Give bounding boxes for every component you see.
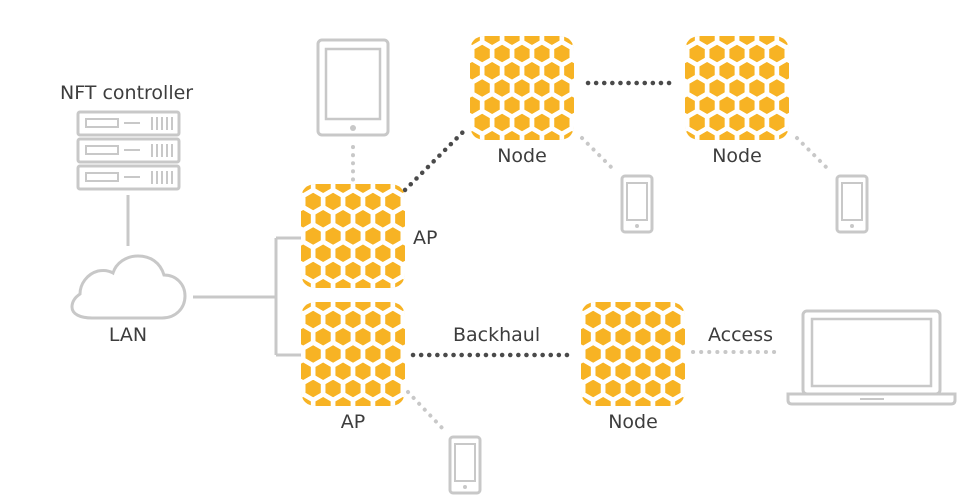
backhaul-label: Backhaul bbox=[453, 324, 541, 346]
controller-label: NFT controller bbox=[60, 82, 194, 104]
backhaul-links bbox=[402, 80, 679, 358]
access-label: Access bbox=[708, 324, 774, 346]
smartphone-icon bbox=[835, 174, 869, 234]
smartphone-icon bbox=[448, 435, 482, 495]
ap-bottom-label: AP bbox=[340, 411, 366, 433]
node-bottom-label: Node bbox=[608, 411, 658, 433]
tablet-icon bbox=[316, 38, 390, 137]
smartphone-icon bbox=[620, 174, 654, 234]
lan-label: LAN bbox=[108, 324, 148, 346]
ap-top-label: AP bbox=[413, 227, 438, 249]
server-rack-icon bbox=[76, 110, 181, 191]
cloud-icon bbox=[70, 254, 187, 320]
access-links bbox=[351, 136, 831, 432]
laptop-icon bbox=[786, 309, 957, 406]
wired-connections bbox=[126, 195, 302, 357]
node-top-left-label: Node bbox=[497, 145, 547, 167]
node-top-right-label: Node bbox=[712, 145, 762, 167]
